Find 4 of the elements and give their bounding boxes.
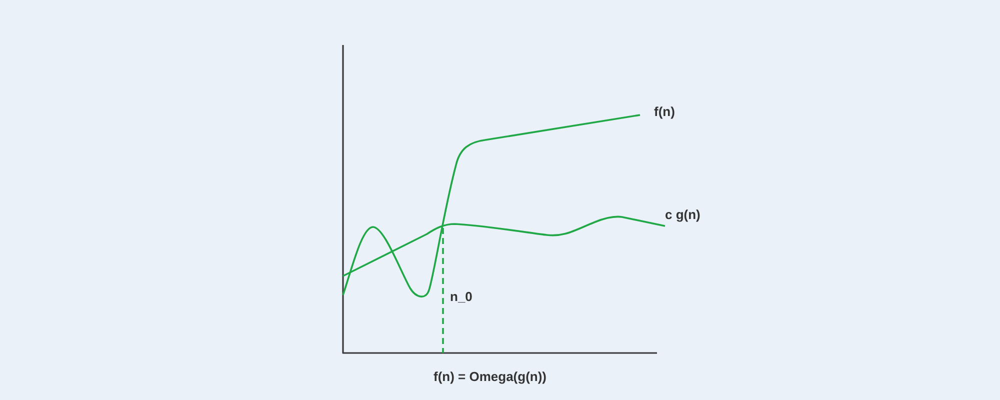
threshold-label: n_0 bbox=[450, 289, 472, 304]
curve-label: f(n) bbox=[654, 104, 675, 119]
caption: f(n) = Omega(g(n)) bbox=[434, 369, 546, 384]
curve-label: c g(n) bbox=[665, 207, 700, 222]
